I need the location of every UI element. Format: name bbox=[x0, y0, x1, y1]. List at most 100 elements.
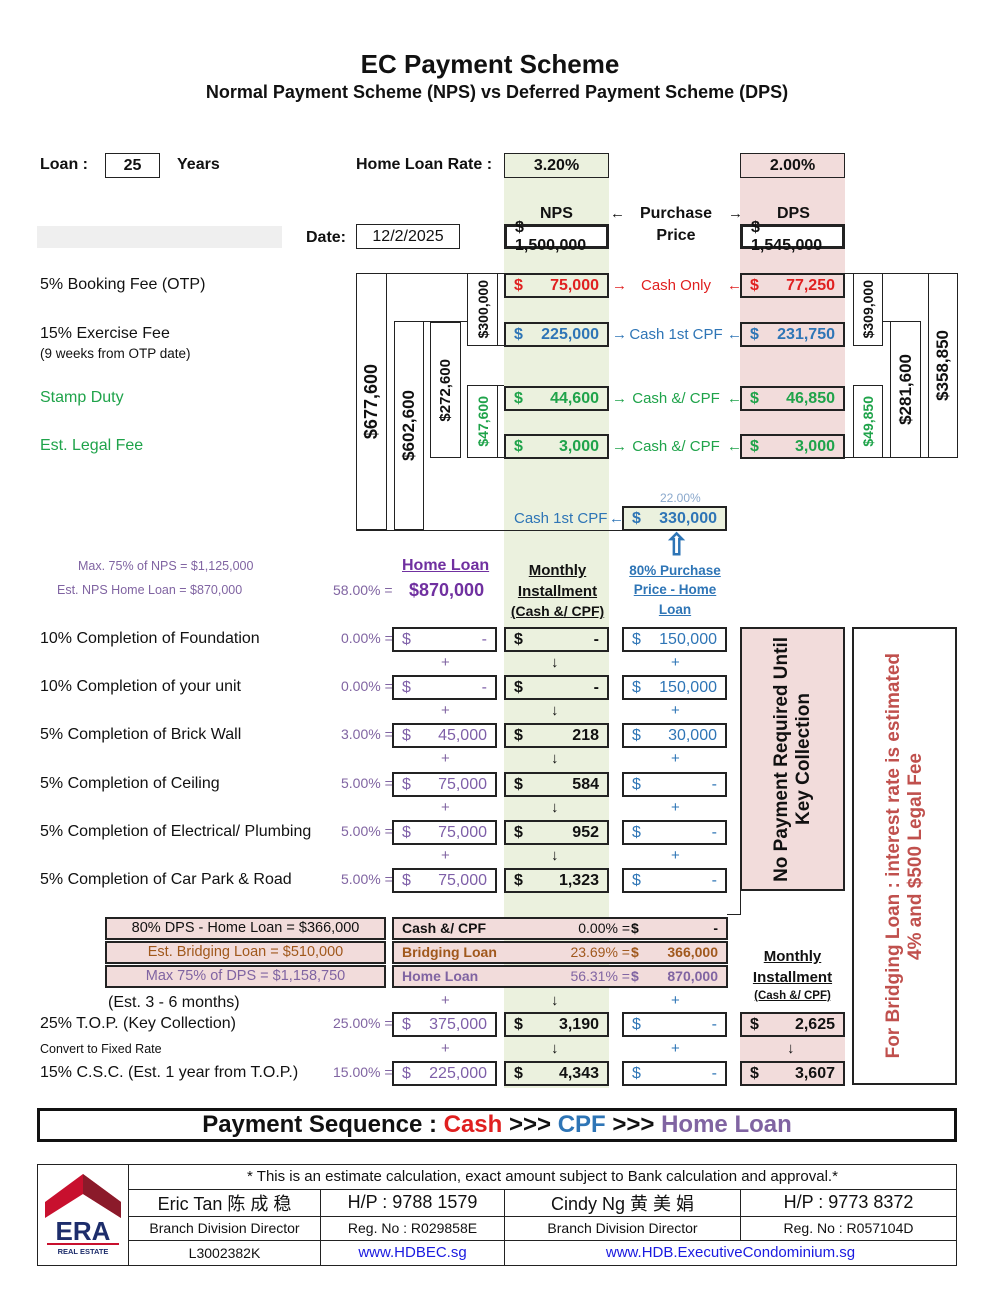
stage-loan-amount[interactable]: $- bbox=[392, 675, 497, 700]
stage-loan-amount[interactable]: $75,000 bbox=[392, 820, 497, 845]
currency: $ bbox=[402, 871, 411, 889]
top-loan-amount[interactable]: $375,000 bbox=[392, 1012, 497, 1037]
stage-purchase-amount[interactable]: $- bbox=[622, 868, 727, 893]
stage-monthly-amount[interactable]: $584 bbox=[504, 772, 609, 797]
stage-purchase-amount[interactable]: $150,000 bbox=[622, 627, 727, 652]
down-arrow-icon: ↓ bbox=[787, 1040, 795, 1057]
nps-price-input[interactable]: $ 1,500,000 bbox=[504, 219, 609, 254]
dps-label: DPS bbox=[777, 205, 810, 222]
dps-summary-pct: 56.31% = bbox=[570, 968, 630, 984]
stage-purchase-amount[interactable]: $- bbox=[622, 772, 727, 797]
sequence-prefix: Payment Sequence : bbox=[202, 1111, 444, 1138]
arrow-right-icon: → bbox=[612, 277, 627, 294]
amount: 45,000 bbox=[438, 726, 487, 744]
stage-purchase-amount[interactable]: $- bbox=[622, 820, 727, 845]
nps-rate-input[interactable]: 3.20% bbox=[504, 153, 609, 178]
bracket-right-d: $358,850 bbox=[928, 273, 958, 458]
currency: $ bbox=[631, 944, 639, 960]
currency: $ bbox=[514, 325, 523, 343]
dps-rate-input[interactable]: 2.00% bbox=[740, 153, 845, 178]
currency: $ bbox=[402, 678, 411, 696]
dps-summary-amount: 870,000 bbox=[667, 968, 718, 984]
stage-monthly-amount[interactable]: $- bbox=[504, 627, 609, 652]
down-arrow-icon: ↓ bbox=[551, 992, 559, 1009]
amount: 75,000 bbox=[550, 276, 599, 294]
top-purchase-amount[interactable]: $- bbox=[622, 1012, 727, 1037]
plus-icon: + bbox=[671, 750, 680, 767]
agent1-title: Branch Division Director bbox=[128, 1215, 321, 1241]
currency: $ bbox=[402, 1064, 411, 1082]
csc-dps-monthly-amount[interactable]: $3,607 bbox=[740, 1061, 845, 1086]
amount: 46,850 bbox=[786, 389, 835, 407]
amount: 375,000 bbox=[429, 1015, 487, 1033]
stage-monthly-amount[interactable]: $- bbox=[504, 675, 609, 700]
top-monthly-amount[interactable]: $3,190 bbox=[504, 1012, 609, 1037]
amount: 330,000 bbox=[659, 509, 717, 527]
stage-loan-amount[interactable]: $- bbox=[392, 627, 497, 652]
csc-monthly-amount[interactable]: $4,343 bbox=[504, 1061, 609, 1086]
bridging-note-line2: 4% and $500 Legal Fee bbox=[904, 752, 926, 960]
stage-label: 5% Completion of Ceiling bbox=[40, 775, 220, 792]
stage-monthly-amount[interactable]: $218 bbox=[504, 723, 609, 748]
cash-cpf-amount[interactable]: $330,000 bbox=[622, 506, 727, 531]
loan-years-input[interactable]: 25 bbox=[105, 153, 160, 178]
date-input[interactable]: 12/2/2025 bbox=[356, 224, 460, 249]
agent2-title: Branch Division Director bbox=[504, 1215, 741, 1241]
stage-purchase-amount[interactable]: $30,000 bbox=[622, 723, 727, 748]
stage-pct: 5.00% = bbox=[341, 823, 393, 839]
currency: $ bbox=[632, 871, 641, 889]
currency: $ bbox=[750, 437, 759, 455]
fee-nps-amount[interactable]: $75,000 bbox=[504, 273, 609, 298]
currency: $ bbox=[514, 276, 523, 294]
amount: 75,000 bbox=[438, 871, 487, 889]
currency: $ bbox=[402, 823, 411, 841]
csc-loan-amount[interactable]: $225,000 bbox=[392, 1061, 497, 1086]
dps-summary-label: Home Loan bbox=[402, 968, 479, 984]
bracket-left-d: $300,000 bbox=[467, 273, 498, 346]
top-dps-monthly-amount[interactable]: $2,625 bbox=[740, 1012, 845, 1037]
stage-pct: 3.00% = bbox=[341, 726, 393, 742]
fee-nps-amount[interactable]: $44,600 bbox=[504, 386, 609, 411]
currency: $ bbox=[632, 823, 641, 841]
fee-dps-amount[interactable]: $77,250 bbox=[740, 273, 845, 298]
site2-link[interactable]: www.HDB.ExecutiveCondominium.sg bbox=[605, 1244, 856, 1262]
top-label: 25% T.O.P. (Key Collection) bbox=[40, 1015, 236, 1032]
csc-purchase-amount[interactable]: $- bbox=[622, 1061, 727, 1086]
stage-purchase-amount[interactable]: $150,000 bbox=[622, 675, 727, 700]
fee-label: 15% Exercise Fee bbox=[40, 325, 170, 342]
stage-label: 5% Completion of Car Park & Road bbox=[40, 871, 292, 888]
stage-label: 10% Completion of your unit bbox=[40, 678, 241, 695]
stage-loan-amount[interactable]: $75,000 bbox=[392, 868, 497, 893]
svg-text:ERA: ERA bbox=[56, 1216, 111, 1246]
dps-price-input[interactable]: $ 1,545,000 bbox=[740, 219, 845, 254]
amount: 75,000 bbox=[438, 823, 487, 841]
csc-label: 15% C.S.C. (Est. 1 year from T.O.P.) bbox=[40, 1064, 299, 1081]
fee-dps-amount[interactable]: $231,750 bbox=[740, 322, 845, 347]
fee-nps-amount[interactable]: $3,000 bbox=[504, 434, 609, 459]
stage-loan-amount[interactable]: $75,000 bbox=[392, 772, 497, 797]
arrow-right-icon: → bbox=[612, 438, 627, 455]
fee-dps-amount[interactable]: $46,850 bbox=[740, 386, 845, 411]
amount: 231,750 bbox=[777, 325, 835, 343]
nps-rate-value: 3.20% bbox=[533, 156, 580, 174]
up-arrow-icon: ⇧ bbox=[664, 529, 690, 562]
max-nps-note: Max. 75% of NPS = $1,125,000 bbox=[78, 559, 254, 573]
site1-link[interactable]: www.HDBEC.sg bbox=[358, 1244, 467, 1262]
amount: 3,000 bbox=[794, 437, 835, 455]
home-loan-rate-label: Home Loan Rate : bbox=[356, 156, 493, 173]
amount: 3,190 bbox=[558, 1015, 599, 1033]
stage-monthly-amount[interactable]: $1,323 bbox=[504, 868, 609, 893]
fee-nps-amount[interactable]: $225,000 bbox=[504, 322, 609, 347]
currency: $ bbox=[631, 968, 639, 984]
plus-icon: + bbox=[441, 992, 450, 1009]
stage-pct: 0.00% = bbox=[341, 678, 393, 694]
currency: $ bbox=[402, 1015, 411, 1033]
home-loan-pct: 58.00% = bbox=[333, 582, 393, 598]
stage-monthly-amount[interactable]: $952 bbox=[504, 820, 609, 845]
purchase-header-2: Price - Home bbox=[633, 582, 717, 597]
stage-loan-amount[interactable]: $45,000 bbox=[392, 723, 497, 748]
dps-summary-pct: 0.00% = bbox=[578, 920, 630, 936]
no-payment-line2: Key Collection bbox=[792, 693, 814, 825]
convert-fixed-rate: Convert to Fixed Rate bbox=[40, 1042, 162, 1056]
fee-dps-amount[interactable]: $3,000 bbox=[740, 434, 845, 459]
